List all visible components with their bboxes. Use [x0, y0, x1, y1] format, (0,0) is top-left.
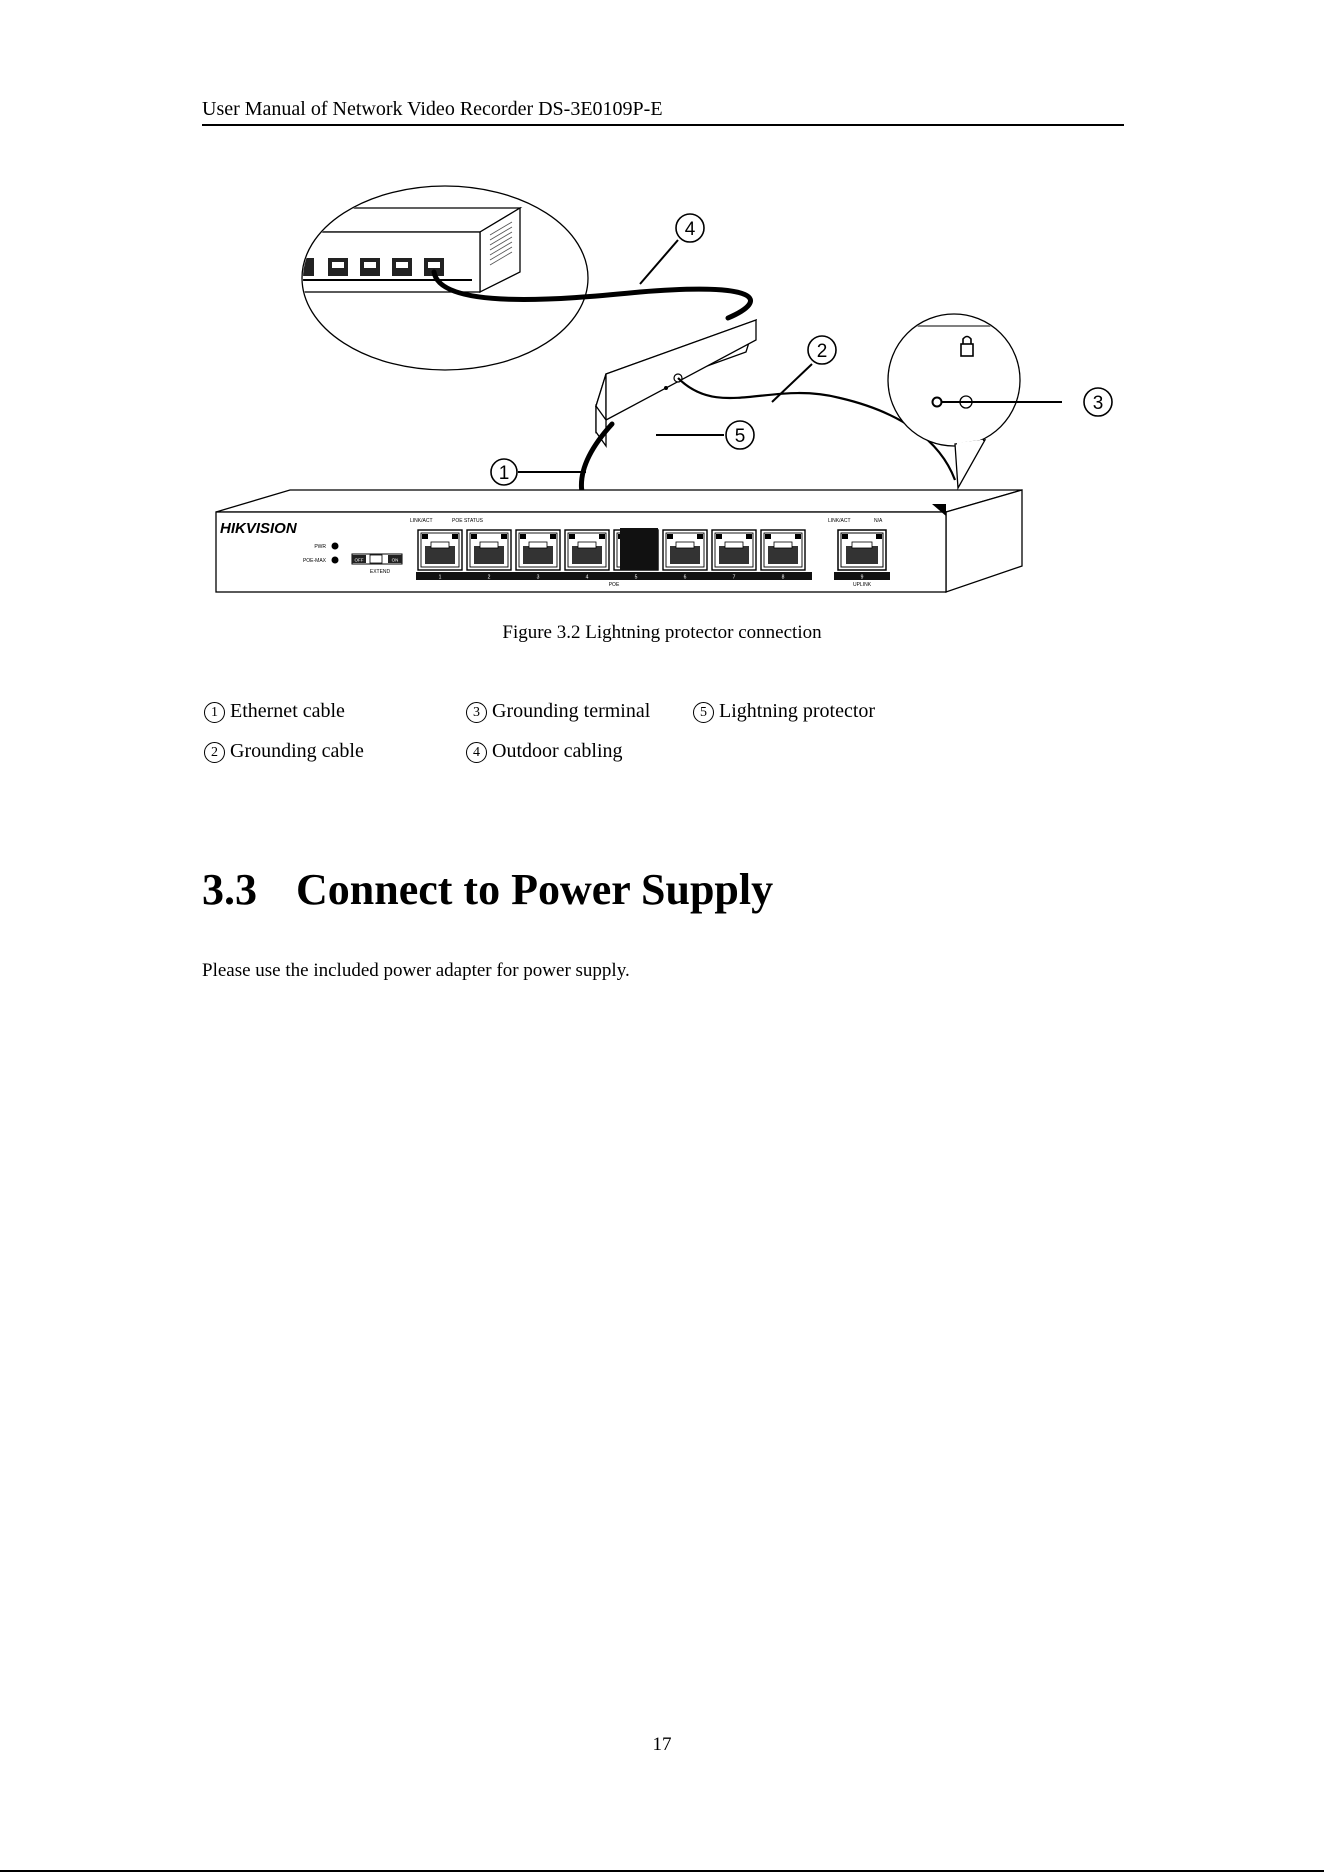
- port-number-5: 5: [635, 575, 638, 581]
- port-group-label-link: LINK/ACT: [410, 518, 433, 524]
- rj45-port-7: [711, 529, 757, 571]
- rj45-port-6: [662, 529, 708, 571]
- led-label-poe-max: POE-MAX: [303, 558, 327, 564]
- section-number: 3.3: [202, 865, 257, 914]
- uplink-top-na: N/A: [874, 518, 883, 524]
- svg-text:4: 4: [685, 219, 696, 240]
- callout-1: 1: [490, 458, 586, 486]
- callout-4: 4: [639, 213, 705, 285]
- legend-label: Grounding cable: [230, 740, 364, 762]
- outdoor-device-inset: [301, 185, 589, 371]
- legend-number: 4: [466, 742, 487, 763]
- lightning-protector-box: [594, 318, 758, 449]
- brand-logo: HIKVISION: [220, 520, 298, 537]
- lightning-protector-diagram: HIKVISION PWR POE-MAX OFF ON EXTEND LINK…: [215, 185, 1113, 593]
- rj45-port-1: [417, 529, 463, 571]
- port-number-4: 4: [586, 575, 589, 581]
- legend-number: 2: [204, 742, 225, 763]
- port-number-1: 1: [439, 575, 442, 581]
- page-number: 17: [652, 1734, 672, 1755]
- switch-off-label: OFF: [355, 558, 364, 563]
- outdoor-cable: [431, 269, 753, 321]
- rj45-port-4: [564, 529, 610, 571]
- led-label-pwr: PWR: [314, 544, 326, 550]
- grounding-terminal-inset: [887, 313, 1062, 491]
- rj45-port-3: [515, 529, 561, 571]
- legend-label: Grounding terminal: [492, 700, 651, 722]
- rj45-port-8: [760, 529, 806, 571]
- legend-label: Outdoor cabling: [492, 740, 623, 762]
- port-group-label-poe: POE STATUS: [452, 518, 484, 524]
- port-number-7: 7: [733, 575, 736, 581]
- switch-on-label: ON: [392, 558, 399, 563]
- extend-label: EXTEND: [370, 569, 391, 575]
- figure-caption: Figure 3.2 Lightning protector connectio…: [502, 622, 822, 643]
- port-numbers: 1 2 3 4 5 6 7 8: [439, 575, 785, 581]
- callout-2: 2: [771, 335, 837, 403]
- legend-number: 3: [466, 702, 487, 723]
- port-number-8: 8: [782, 575, 785, 581]
- callout-3: 3: [1083, 387, 1113, 417]
- header-title: User Manual of Network Video Recorder DS…: [202, 98, 663, 120]
- uplink-port: [837, 529, 887, 571]
- body-paragraph: Please use the included power adapter fo…: [202, 960, 630, 981]
- uplink-label: UPLINK: [853, 582, 872, 588]
- legend-number: 1: [204, 702, 225, 723]
- legend-label: Lightning protector: [719, 700, 876, 722]
- callout-5: 5: [656, 420, 755, 450]
- port-number-3: 3: [537, 575, 540, 581]
- svg-text:2: 2: [817, 341, 828, 362]
- legend-label: Ethernet cable: [230, 700, 345, 722]
- svg-text:3: 3: [1093, 393, 1104, 414]
- grounding-cable: [677, 377, 957, 481]
- rj45-port-2: [466, 529, 512, 571]
- poe-label: POE: [609, 582, 620, 588]
- legend-number: 5: [693, 702, 714, 723]
- uplink-top-link: LINK/ACT: [828, 518, 851, 524]
- svg-text:1: 1: [499, 463, 510, 484]
- page-header: User Manual of Network Video Recorder DS…: [202, 96, 1124, 126]
- port-number-2: 2: [488, 575, 491, 581]
- section-heading: 3.3 Connect to Power Supply: [202, 864, 773, 915]
- poe-switch: HIKVISION PWR POE-MAX OFF ON EXTEND LINK…: [215, 489, 1023, 593]
- ethernet-plug: [620, 528, 658, 570]
- port-number-6: 6: [684, 575, 687, 581]
- section-title: Connect to Power Supply: [296, 865, 774, 914]
- uplink-number: 9: [861, 575, 864, 581]
- page-bottom-rule: [0, 1870, 1324, 1872]
- svg-text:5: 5: [735, 426, 746, 447]
